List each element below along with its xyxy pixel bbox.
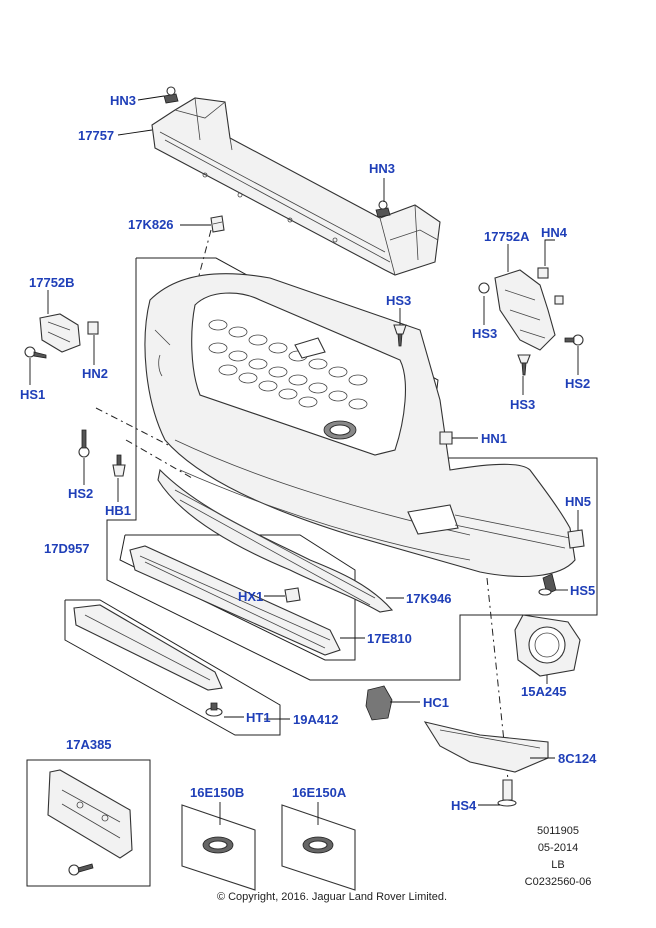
callout-19a412: 19A412 <box>293 712 339 727</box>
callout-hs3-lower: HS3 <box>510 397 535 412</box>
nut-hn1 <box>439 431 453 445</box>
callout-8c124: 8C124 <box>558 751 597 766</box>
screw-hs5 <box>538 573 557 596</box>
grille <box>191 292 406 456</box>
screw-17a385 <box>68 863 94 876</box>
callout-hn4: HN4 <box>541 225 568 240</box>
trim-8c124 <box>423 721 549 773</box>
callout-hn1: HN1 <box>481 431 507 446</box>
callout-17752a: 17752A <box>484 229 530 244</box>
copyright-notice: © Copyright, 2016. Jaguar Land Rover Lim… <box>217 891 447 903</box>
screw-hs4 <box>497 779 517 807</box>
nut-hn5 <box>567 529 585 549</box>
clip-hx1 <box>284 587 301 603</box>
clip-ht1 <box>205 702 223 717</box>
callout-hs4: HS4 <box>451 798 477 813</box>
reference-model: LB <box>551 859 564 871</box>
reference-number: 5011905 <box>537 825 579 837</box>
callout-17k946: 17K946 <box>406 591 452 606</box>
callout-hs5: HS5 <box>570 583 595 598</box>
callout-15a245: 15A245 <box>521 684 567 699</box>
reference-block: 5011905 05-2014 LB C0232560-06 © Copyrig… <box>217 825 591 903</box>
callout-17k826: 17K826 <box>128 217 174 232</box>
bracket-17752b <box>39 313 99 353</box>
screw-hs2-left <box>78 429 90 458</box>
reference-code: C0232560-06 <box>525 876 592 888</box>
callout-17757: 17757 <box>78 128 114 143</box>
nut-hn3-top <box>163 86 179 104</box>
clip-hc1 <box>365 685 393 721</box>
callout-hs2-left: HS2 <box>68 486 93 501</box>
screw-hs3-right <box>478 282 490 294</box>
callout-hs2-right: HS2 <box>565 376 590 391</box>
callout-17e810: 17E810 <box>367 631 412 646</box>
callout-hn3-top: HN3 <box>110 93 136 108</box>
callout-17752b: 17752B <box>29 275 75 290</box>
callout-17d957: 17D957 <box>44 541 90 556</box>
callout-hn3-mid: HN3 <box>369 161 395 176</box>
callout-17a385: 17A385 <box>66 737 112 752</box>
leader-lines <box>29 95 579 825</box>
callout-16e150b: 16E150B <box>190 785 244 800</box>
screw-hs2-right <box>564 334 584 346</box>
callout-hn5: HN5 <box>565 494 591 509</box>
callout-hb1: HB1 <box>105 503 131 518</box>
screw-hs3-lower <box>517 354 531 376</box>
plate-16e150a <box>281 804 356 891</box>
callout-hn2: HN2 <box>82 366 108 381</box>
bumper-beam-17757 <box>151 97 441 276</box>
callout-ht1: HT1 <box>246 710 271 725</box>
bracket-17752a <box>494 267 564 351</box>
plate-16e150b <box>181 804 256 891</box>
screw-hs1 <box>24 346 47 359</box>
bezel-15a245 <box>514 614 581 677</box>
plate-bracket-17a385 <box>47 769 133 859</box>
nut-hn3-mid <box>375 200 391 218</box>
callout-16e150a: 16E150A <box>292 785 347 800</box>
trim-19a412 <box>73 604 223 691</box>
callout-labels: HN3 17757 HN3 17K826 17752A HN4 17752B H… <box>20 93 597 813</box>
reference-date: 05-2014 <box>538 842 578 854</box>
callout-hc1: HC1 <box>423 695 449 710</box>
spoiler-17k946 <box>157 468 394 613</box>
lower-grille-17e810 <box>129 545 341 656</box>
screw-hs3-mid <box>393 324 407 347</box>
callout-hs3-right: HS3 <box>472 326 497 341</box>
clip-17k826 <box>210 215 225 233</box>
callout-hs3-mid: HS3 <box>386 293 411 308</box>
callout-hs1: HS1 <box>20 387 45 402</box>
clip-hb1 <box>112 454 126 477</box>
callout-hx1: HX1 <box>238 589 263 604</box>
